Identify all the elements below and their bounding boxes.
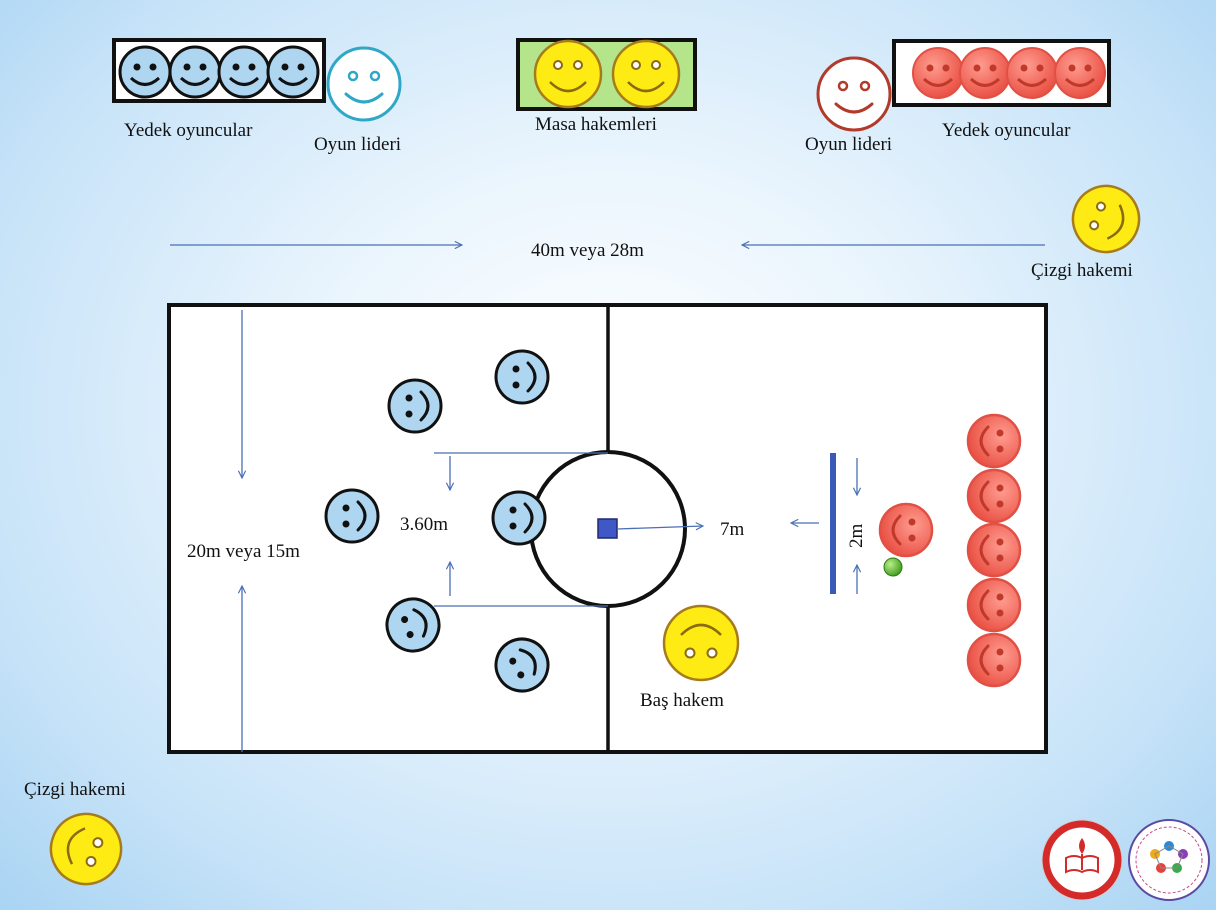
center-mark: [597, 518, 618, 539]
blue-player: [491, 490, 547, 546]
red-player: [966, 522, 1022, 578]
red-player: [966, 468, 1022, 524]
ball: [883, 557, 903, 577]
line-judge-bottom-label: Çizgi hakemi: [24, 779, 126, 800]
team-leader-right-label: Oyun lideri: [805, 134, 892, 155]
substitutes-left-label: Yedek oyuncular: [124, 120, 253, 141]
red-player-thrower: [878, 502, 934, 558]
substitutes-right-box: [892, 39, 1111, 107]
meb-logo: [1041, 819, 1123, 901]
line-spacing-label: 3.60m: [400, 514, 448, 535]
red-player: [966, 632, 1022, 688]
substitutes-left-box: [112, 38, 326, 103]
blue-player: [387, 378, 443, 434]
throw-distance-label: 7m: [720, 519, 745, 540]
team-leader-right-face: [816, 56, 892, 132]
table-officials-label: Masa hakemleri: [535, 114, 657, 135]
team-leader-left-label: Oyun lideri: [314, 134, 401, 155]
blue-player: [494, 349, 550, 405]
line-judge-top-face: [1071, 184, 1141, 254]
target-width-label: 2m: [846, 524, 867, 549]
throw-distance-arrow: [616, 526, 703, 529]
red-player: [966, 577, 1022, 633]
court-length-label: 40m veya 28m: [531, 240, 644, 261]
head-referee-face: [662, 604, 740, 682]
gecoder-logo: [1128, 819, 1210, 901]
court-width-label: 20m veya 15m: [187, 541, 300, 562]
team-leader-left-face: [326, 46, 402, 122]
red-player: [966, 413, 1022, 469]
head-referee-label: Baş hakem: [640, 690, 724, 711]
line-judge-bottom-face: [49, 812, 123, 886]
table-officials-box: [516, 38, 697, 111]
substitutes-right-label: Yedek oyuncular: [942, 120, 1071, 141]
blue-player: [324, 488, 380, 544]
line-judge-top-label: Çizgi hakemi: [1031, 260, 1133, 281]
